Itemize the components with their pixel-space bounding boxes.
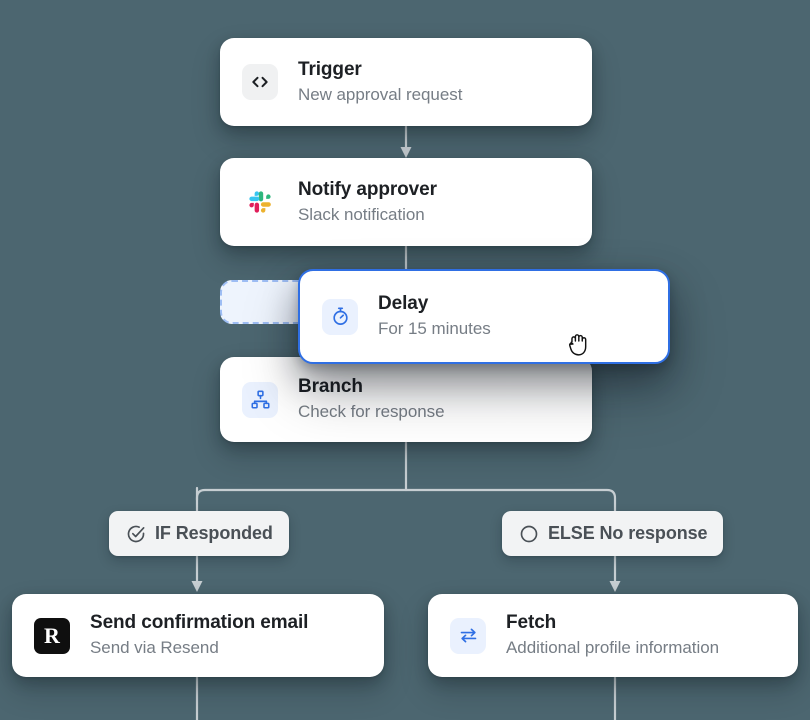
node-text-block: Fetch Additional profile information [506, 611, 719, 659]
arrowhead-trigger-notify [400, 147, 412, 158]
node-title: Delay [378, 293, 429, 315]
workflow-node-send-email[interactable]: R Send confirmation email Send via Resen… [12, 594, 384, 677]
arrowhead-else-fetch [609, 581, 621, 592]
arrowhead-if-email [191, 581, 203, 592]
node-title: Notify approver [298, 178, 437, 200]
node-text-block: Notify approver Slack notification [298, 178, 437, 226]
workflow-node-delay[interactable]: Delay For 15 minutes [298, 269, 670, 364]
check-circle-icon [125, 523, 146, 544]
node-subtitle: For 15 minutes [378, 319, 491, 339]
branch-condition-else[interactable]: ELSE No response [502, 511, 724, 556]
workflow-node-branch[interactable]: Branch Check for response [220, 357, 592, 442]
resend-logo-icon: R [34, 617, 70, 654]
node-subtitle: New approval request [298, 84, 463, 104]
node-title: Trigger [298, 58, 362, 80]
branch-condition-label: IF Responded [155, 523, 273, 543]
node-text-block: Trigger New approval request [298, 58, 462, 106]
node-subtitle: Check for response [298, 402, 445, 422]
code-brackets-icon [242, 64, 278, 100]
slack-logo-icon [242, 184, 278, 220]
workflow-node-fetch[interactable]: Fetch Additional profile information [428, 594, 798, 677]
node-text-block: Delay For 15 minutes [378, 292, 491, 340]
node-title: Fetch [506, 612, 557, 634]
node-subtitle: Send via Resend [90, 638, 219, 658]
sitemap-icon [242, 381, 278, 418]
node-text-block: Branch Check for response [298, 375, 445, 423]
empty-circle-icon [518, 523, 539, 544]
node-subtitle: Additional profile information [506, 638, 720, 658]
resend-logo-letter: R [44, 622, 60, 648]
workflow-node-notify-approver[interactable]: Notify approver Slack notification [220, 158, 592, 246]
node-title: Send confirmation email [90, 612, 309, 634]
node-subtitle: Slack notification [298, 204, 425, 224]
branch-condition-label: ELSE No response [548, 523, 708, 543]
workflow-node-trigger[interactable]: Trigger New approval request [220, 38, 592, 126]
node-text-block: Send confirmation email Send via Resend [90, 611, 308, 659]
node-title: Branch [298, 376, 363, 398]
exchange-arrows-icon [450, 617, 486, 654]
stopwatch-icon [322, 298, 358, 335]
branch-condition-if[interactable]: IF Responded [109, 511, 289, 556]
